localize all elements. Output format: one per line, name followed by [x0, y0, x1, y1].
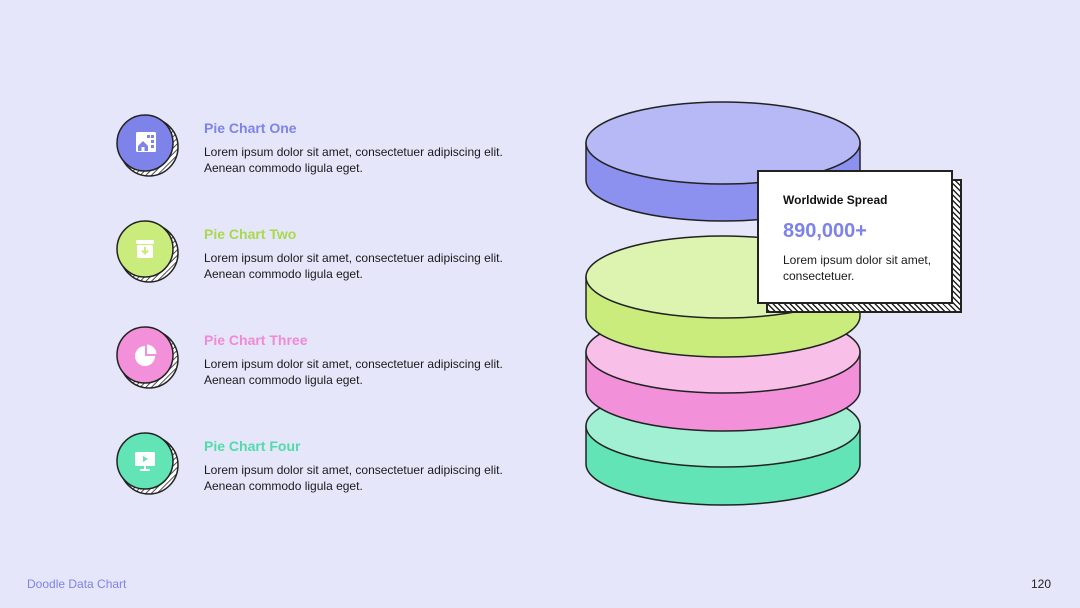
callout-value: 890,000+ [783, 220, 867, 242]
list-item-pie-chart-one: Pie Chart One Lorem ipsum dolor sit amet… [116, 114, 516, 184]
stacked-disc-diagram [585, 101, 861, 506]
presentation-screen-icon [135, 452, 155, 471]
item-title: Pie Chart Two [204, 226, 297, 242]
item-title: Pie Chart Three [204, 332, 308, 348]
building-icon [136, 132, 156, 152]
callout-description: Lorem ipsum dolor sit amet, consectetuer… [783, 253, 932, 283]
item-description: Lorem ipsum dolor sit amet, consectetuer… [204, 145, 503, 175]
footer-title: Doodle Data Chart [27, 577, 127, 591]
item-title: Pie Chart Four [204, 438, 301, 454]
list-item-pie-chart-three: Pie Chart Three Lorem ipsum dolor sit am… [116, 326, 516, 396]
callout-box: Worldwide Spread 890,000+ Lorem ipsum do… [757, 170, 953, 304]
item-description: Lorem ipsum dolor sit amet, consectetuer… [204, 357, 503, 387]
page-number: 120 [1030, 577, 1051, 591]
item-icon-badge [116, 114, 180, 178]
archive-download-icon [136, 240, 154, 258]
list-item-pie-chart-two: Pie Chart Two Lorem ipsum dolor sit amet… [116, 220, 516, 290]
item-icon-badge [116, 220, 180, 284]
pie-chart-icon [135, 344, 157, 366]
callout-title: Worldwide Spread [783, 193, 888, 207]
item-title: Pie Chart One [204, 120, 297, 136]
item-description: Lorem ipsum dolor sit amet, consectetuer… [204, 463, 503, 493]
item-icon-badge [116, 326, 180, 390]
item-description: Lorem ipsum dolor sit amet, consectetuer… [204, 251, 503, 281]
list-item-pie-chart-four: Pie Chart Four Lorem ipsum dolor sit ame… [116, 432, 516, 502]
item-icon-badge [116, 432, 180, 496]
